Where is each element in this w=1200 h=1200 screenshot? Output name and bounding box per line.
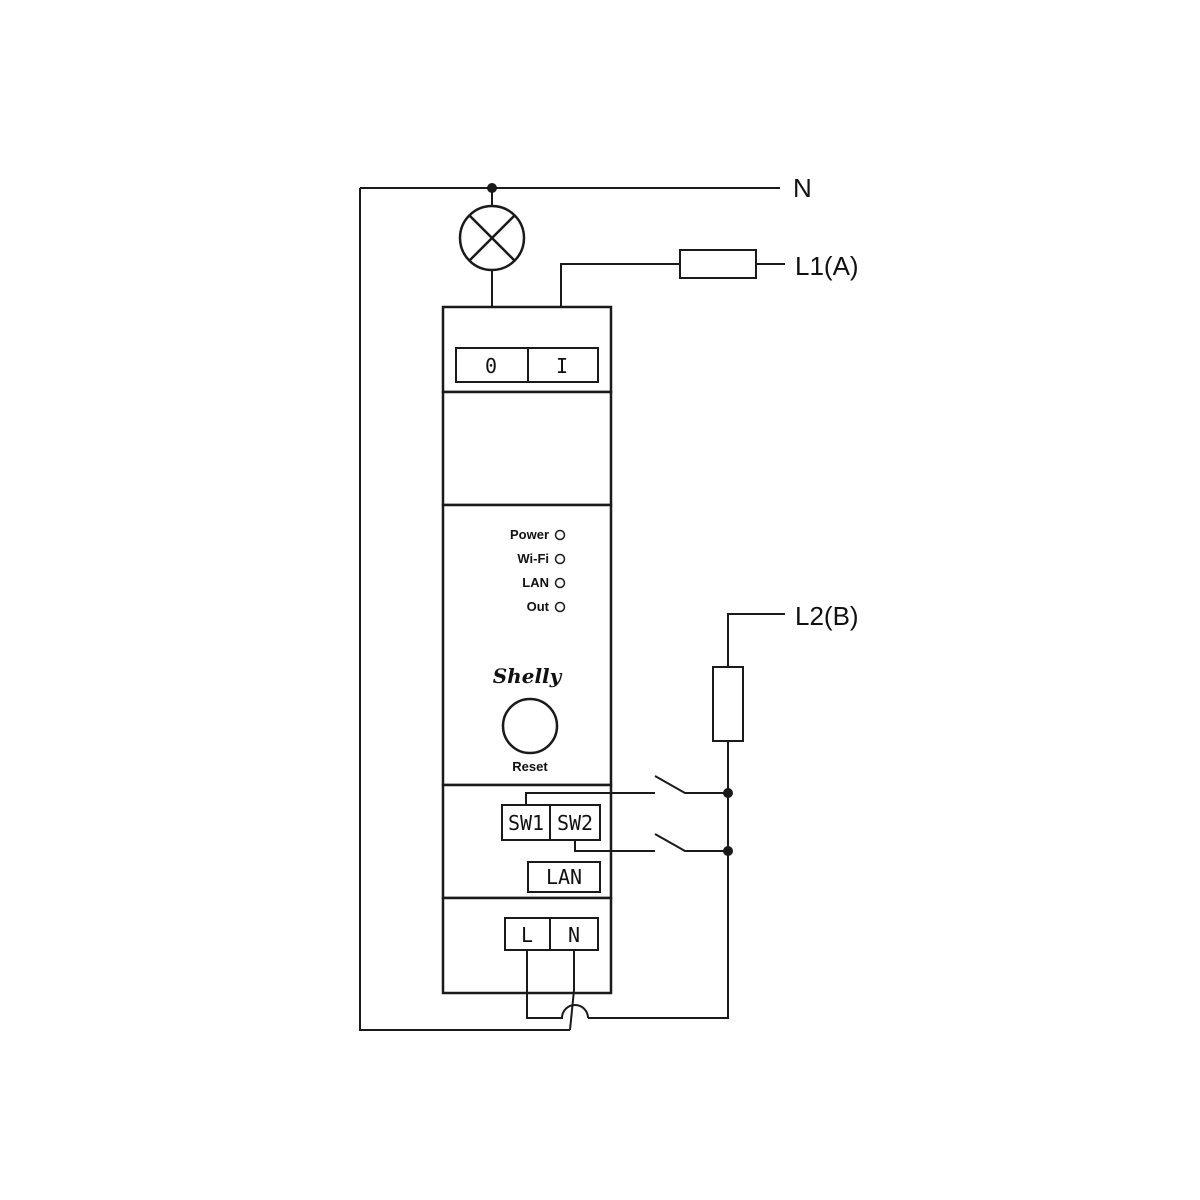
brand-logo: Shelly xyxy=(493,664,563,688)
fuse-l1-icon xyxy=(679,249,757,279)
led-wifi-label: Wi-Fi xyxy=(517,551,549,566)
terminal-n: N xyxy=(568,923,580,947)
lan-port xyxy=(527,861,601,893)
terminal-sw2: SW2 xyxy=(557,811,593,835)
led-power-label: Power xyxy=(510,527,549,542)
sw2-wire xyxy=(574,840,655,852)
terminal-i: I xyxy=(556,354,568,378)
led-lan-label: LAN xyxy=(522,575,549,590)
line2-bus-wire xyxy=(588,741,729,1019)
terminal-l: L xyxy=(521,923,533,947)
led-power-icon xyxy=(554,529,566,541)
line2-label: L2(B) xyxy=(795,601,859,631)
n-terminal-wire xyxy=(569,950,575,1031)
power-terminal-block: L N xyxy=(504,917,599,951)
reset-label: Reset xyxy=(512,759,548,774)
led-indicators: Power Wi-Fi LAN Out xyxy=(510,527,566,614)
output-terminal-block: 0 I xyxy=(455,347,599,383)
led-lan-icon xyxy=(554,577,566,589)
sw1-wire xyxy=(525,792,655,805)
lan-port-label: LAN xyxy=(546,865,582,889)
line1-label: L1(A) xyxy=(795,251,859,281)
led-wifi-icon xyxy=(554,553,566,565)
neutral-label: N xyxy=(793,173,812,203)
line2-wire xyxy=(727,613,785,667)
led-out-icon xyxy=(554,601,566,613)
terminal-0: 0 xyxy=(485,354,497,378)
led-out-label: Out xyxy=(527,599,550,614)
switch-terminal-block: SW1 SW2 xyxy=(501,804,601,841)
reset-button[interactable] xyxy=(501,697,559,755)
switch-2-icon xyxy=(654,833,728,852)
switch-1-icon xyxy=(654,775,728,794)
fuse-l2-icon xyxy=(712,666,744,742)
terminal-sw1: SW1 xyxy=(508,811,544,835)
lamp-icon xyxy=(458,204,526,272)
neutral-return-wire xyxy=(359,188,570,1031)
